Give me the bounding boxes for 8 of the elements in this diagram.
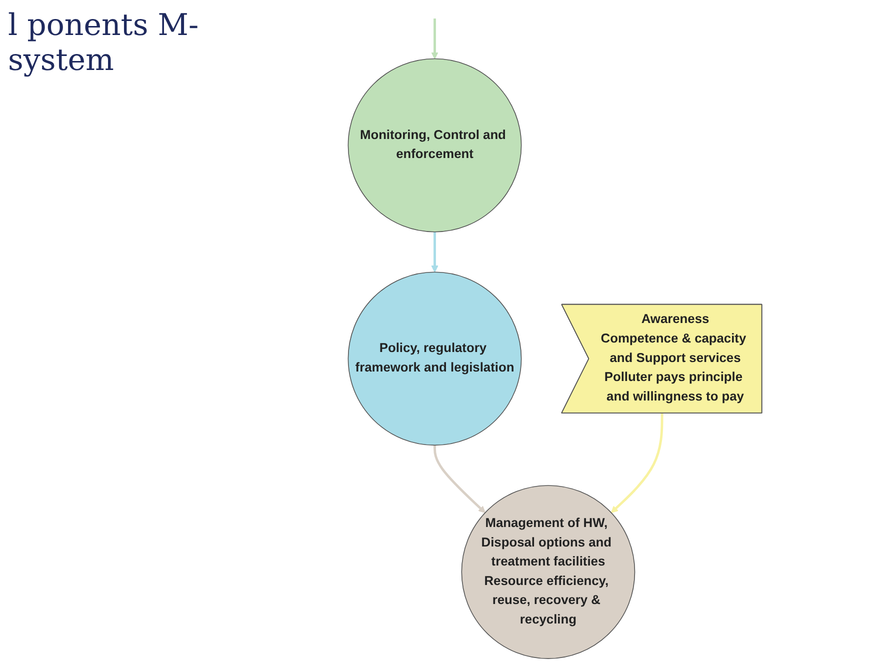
node-circle: Management of HW, Disposal options and treatment facilities Resource efficiency, reuse, recovery & recycling [461, 485, 636, 659]
node-circle: Monitoring, Control and enforcement [348, 58, 522, 232]
arrow [431, 18, 438, 60]
diagram-title: l ponents M-system [8, 8, 200, 78]
arrow [610, 413, 664, 514]
node-circle: Policy, regulatory framework and legislation [348, 272, 522, 446]
arrow [434, 445, 486, 514]
arrow [431, 232, 438, 272]
